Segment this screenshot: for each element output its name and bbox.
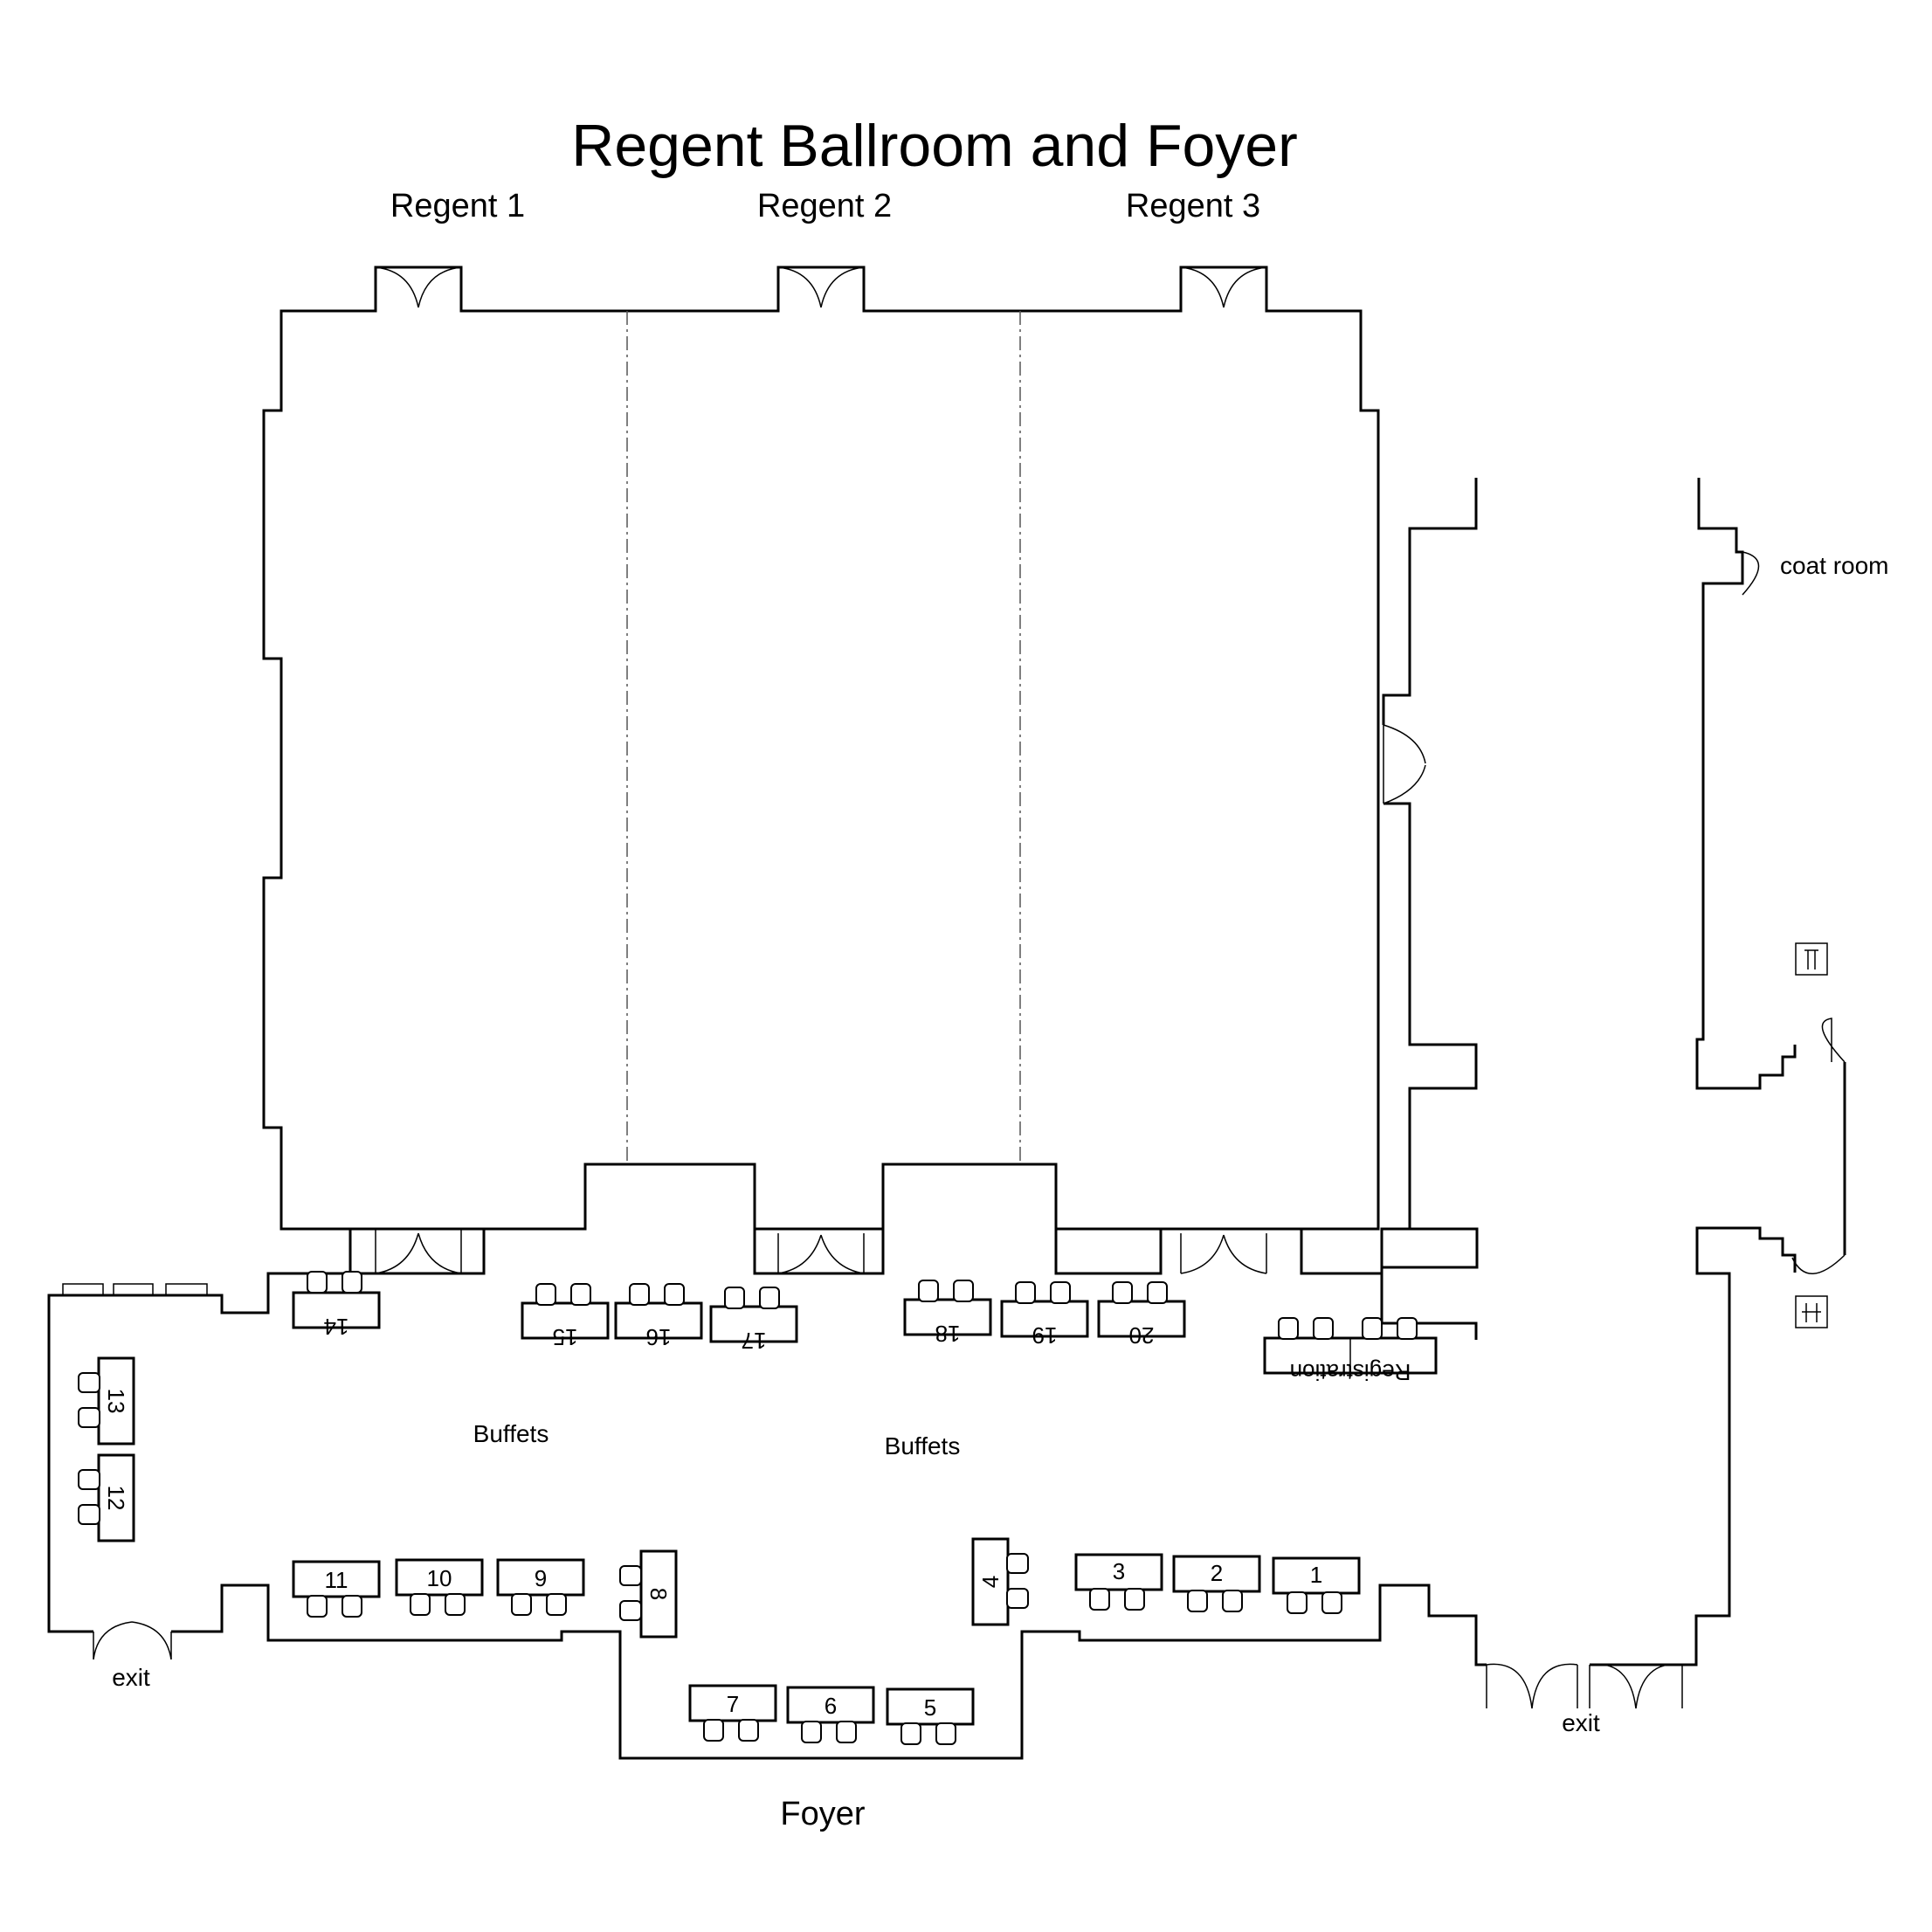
table[interactable]: 9 bbox=[496, 1558, 585, 1616]
table-label: 13 bbox=[103, 1389, 129, 1414]
double-door-icon[interactable] bbox=[1383, 724, 1426, 804]
table[interactable]: 16 bbox=[614, 1283, 703, 1350]
room-label-regent-1: Regent 1 bbox=[390, 188, 525, 224]
chair-icon bbox=[78, 1469, 100, 1525]
table[interactable]: 5 bbox=[886, 1687, 975, 1745]
exit-label-left: exit bbox=[112, 1664, 150, 1691]
table[interactable]: 1 bbox=[1272, 1556, 1361, 1614]
table[interactable]: 14 bbox=[292, 1271, 381, 1340]
table-label: 6 bbox=[825, 1693, 837, 1719]
table[interactable]: 11 bbox=[292, 1560, 381, 1618]
table[interactable]: 20 bbox=[1097, 1281, 1186, 1349]
exit-label-right: exit bbox=[1562, 1709, 1600, 1736]
table-label: 16 bbox=[646, 1324, 672, 1350]
chair-icon bbox=[535, 1283, 591, 1306]
table-label: 12 bbox=[103, 1486, 129, 1511]
chair-icon bbox=[307, 1271, 362, 1294]
table[interactable]: 2 bbox=[1172, 1555, 1261, 1612]
chair-icon bbox=[1287, 1591, 1342, 1614]
buffets-label-left: Buffets bbox=[473, 1420, 549, 1447]
chair-icon bbox=[1278, 1317, 1418, 1340]
chair-icon bbox=[629, 1283, 685, 1306]
room-label-regent-3: Regent 3 bbox=[1126, 188, 1260, 224]
double-door-icon[interactable] bbox=[1180, 266, 1267, 308]
table[interactable]: 17 bbox=[709, 1287, 798, 1354]
table[interactable]: 8 bbox=[619, 1549, 678, 1639]
table[interactable]: 12 bbox=[78, 1453, 135, 1542]
chair-icon bbox=[1089, 1588, 1145, 1611]
room-label-regent-2: Regent 2 bbox=[757, 188, 892, 224]
table-label: 18 bbox=[935, 1321, 961, 1347]
table-label: 2 bbox=[1211, 1560, 1223, 1586]
table-label: 5 bbox=[924, 1694, 936, 1721]
alcove-wall bbox=[62, 1283, 208, 1295]
double-door-icon[interactable] bbox=[1180, 1233, 1267, 1274]
chair-icon bbox=[1015, 1281, 1071, 1304]
double-door-icon[interactable] bbox=[1486, 1663, 1578, 1709]
chair-icon bbox=[1187, 1590, 1243, 1612]
table[interactable]: 13 bbox=[78, 1356, 135, 1446]
coat-room-label: coat room bbox=[1780, 552, 1889, 579]
table-label: 15 bbox=[553, 1324, 578, 1350]
table-label: 11 bbox=[325, 1567, 348, 1593]
restroom-icon bbox=[1795, 942, 1828, 976]
chair-icon bbox=[1112, 1281, 1168, 1304]
table[interactable]: 10 bbox=[395, 1558, 484, 1616]
table[interactable]: 6 bbox=[786, 1686, 875, 1743]
chair-icon bbox=[703, 1719, 759, 1742]
chair-icon bbox=[619, 1565, 642, 1621]
chair-icon bbox=[78, 1372, 100, 1428]
table-label: 4 bbox=[977, 1576, 1004, 1588]
double-door-icon[interactable] bbox=[1589, 1663, 1683, 1709]
table-label: 10 bbox=[427, 1565, 452, 1591]
chair-icon bbox=[801, 1721, 857, 1743]
room-label-foyer: Foyer bbox=[780, 1796, 865, 1832]
ballroom-wall bbox=[262, 266, 1380, 1231]
chair-icon bbox=[918, 1280, 974, 1302]
buffets-label-right: Buffets bbox=[885, 1432, 961, 1459]
double-door-icon[interactable] bbox=[777, 266, 865, 308]
registration-label: Registration bbox=[1290, 1359, 1411, 1385]
foyer-wall-east bbox=[1590, 1226, 1797, 1666]
table[interactable]: 3 bbox=[1074, 1553, 1163, 1611]
chair-icon bbox=[410, 1593, 466, 1616]
double-door-icon[interactable] bbox=[375, 1229, 462, 1274]
table[interactable]: 7 bbox=[688, 1684, 777, 1742]
plan-title: Regent Ballroom and Foyer bbox=[571, 113, 1298, 179]
chair-icon bbox=[1006, 1553, 1029, 1609]
double-door-icon[interactable] bbox=[777, 1233, 865, 1274]
table[interactable]: 15 bbox=[521, 1283, 610, 1350]
table-label: 17 bbox=[742, 1328, 767, 1354]
coat-room-corridor-wall bbox=[1382, 478, 1797, 1229]
table[interactable]: 19 bbox=[1000, 1281, 1089, 1349]
registration-table[interactable]: Registration bbox=[1263, 1317, 1438, 1385]
chair-icon bbox=[900, 1722, 956, 1745]
table-label: 14 bbox=[324, 1314, 349, 1340]
double-door-icon[interactable] bbox=[93, 1621, 172, 1660]
chair-icon bbox=[307, 1595, 362, 1618]
table[interactable]: 18 bbox=[903, 1280, 992, 1347]
table-label: 3 bbox=[1113, 1558, 1125, 1584]
foyer-wall bbox=[348, 1227, 1479, 1340]
table-label: 19 bbox=[1032, 1322, 1058, 1349]
table-label: 8 bbox=[645, 1588, 672, 1600]
single-door-icon[interactable] bbox=[1791, 1018, 1846, 1274]
table-label: 9 bbox=[535, 1565, 547, 1591]
table[interactable]: 4 bbox=[971, 1537, 1029, 1626]
table-label: 20 bbox=[1129, 1322, 1155, 1349]
single-door-icon[interactable] bbox=[1742, 551, 1760, 596]
chair-icon bbox=[511, 1593, 567, 1616]
chair-icon bbox=[724, 1287, 780, 1309]
table-label: 7 bbox=[727, 1691, 739, 1717]
table-label: 1 bbox=[1310, 1562, 1322, 1588]
restroom-icon bbox=[1795, 1295, 1828, 1328]
double-door-icon[interactable] bbox=[375, 266, 462, 311]
